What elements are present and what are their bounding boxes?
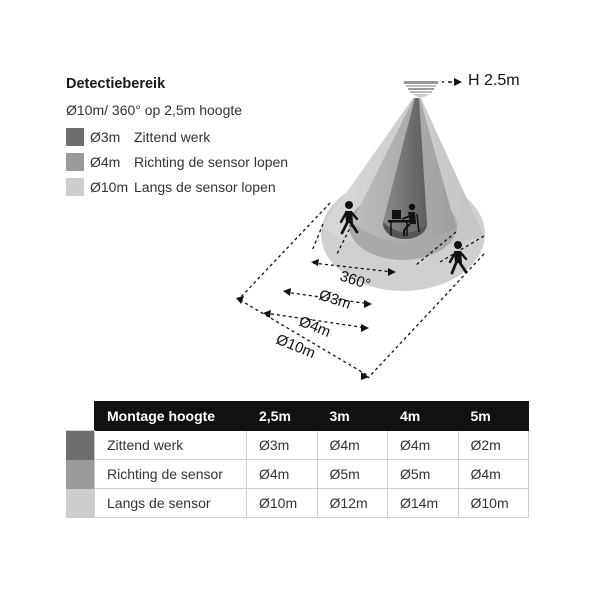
row-label: Zittend werk: [94, 430, 247, 460]
row-label: Richting de sensor: [94, 459, 247, 489]
legend-diameter: Ø4m: [90, 154, 121, 170]
legend-diameter: Ø10m: [90, 179, 129, 195]
table-header: Montage hoogte: [94, 401, 247, 431]
table-cell: Ø10m: [457, 488, 529, 518]
legend-swatch: [66, 153, 84, 171]
table-row: Langs de sensor Ø10m Ø12m Ø14m Ø10m: [66, 488, 529, 518]
seated-person-icon: [388, 203, 420, 236]
dimension-lines: [237, 202, 485, 379]
table-header: 5m: [457, 401, 529, 431]
legend-item-towards: Ø4m Richting de sensor lopen: [66, 153, 288, 171]
table-cell: Ø14m: [387, 488, 459, 518]
height-arrow: [442, 78, 462, 86]
mounting-height-table: Montage hoogte 2,5m 3m 4m 5m Zittend wer…: [66, 401, 529, 518]
mounting-height-label: H 2.5m: [468, 72, 520, 89]
table-row: Zittend werk Ø3m Ø4m Ø4m Ø2m: [66, 430, 529, 460]
dimension-arrowheads: [236, 259, 396, 380]
table-cell: Ø10m: [246, 488, 318, 518]
table-cell: Ø5m: [316, 459, 388, 489]
diameter-3m-label: Ø3m: [317, 287, 353, 313]
legend-diameter: Ø3m: [90, 129, 121, 145]
legend-item-sitting: Ø3m Zittend werk: [66, 128, 210, 146]
row-swatch: [66, 430, 95, 460]
table-cell: Ø3m: [246, 430, 318, 460]
table-cell: Ø4m: [246, 459, 318, 489]
legend-swatch: [66, 178, 84, 196]
legend-item-along: Ø10m Langs de sensor lopen: [66, 178, 276, 196]
table-cell: Ø2m: [457, 430, 529, 460]
table-header: 2,5m: [246, 401, 318, 431]
table-cell: Ø4m: [387, 430, 459, 460]
legend-swatch: [66, 128, 84, 146]
table-cell: Ø12m: [316, 488, 388, 518]
table-cell: Ø5m: [387, 459, 459, 489]
legend-label: Zittend werk: [134, 129, 211, 145]
row-swatch: [66, 488, 95, 518]
sensor-icon: [404, 81, 438, 98]
walking-person-icon: [448, 241, 468, 275]
diameter-10m-label: Ø10m: [274, 331, 318, 362]
table-header: 4m: [387, 401, 459, 431]
legend-subtitle: Ø10m/ 360° op 2,5m hoogte: [66, 102, 243, 118]
table-cell: Ø4m: [457, 459, 529, 489]
row-swatch: [66, 459, 95, 489]
legend-label: Langs de sensor lopen: [134, 179, 276, 195]
table-row: Richting de sensor Ø4m Ø5m Ø5m Ø4m: [66, 459, 529, 489]
dimension-labels: 360° Ø3m Ø4m Ø10m: [274, 268, 373, 362]
table-header-row: Montage hoogte 2,5m 3m 4m 5m: [66, 401, 529, 431]
table-cell: Ø4m: [316, 430, 388, 460]
table-header: 3m: [316, 401, 388, 431]
legend-title: Detectiebereik: [66, 76, 166, 92]
row-label: Langs de sensor: [94, 488, 247, 518]
legend-label: Richting de sensor lopen: [134, 154, 289, 170]
